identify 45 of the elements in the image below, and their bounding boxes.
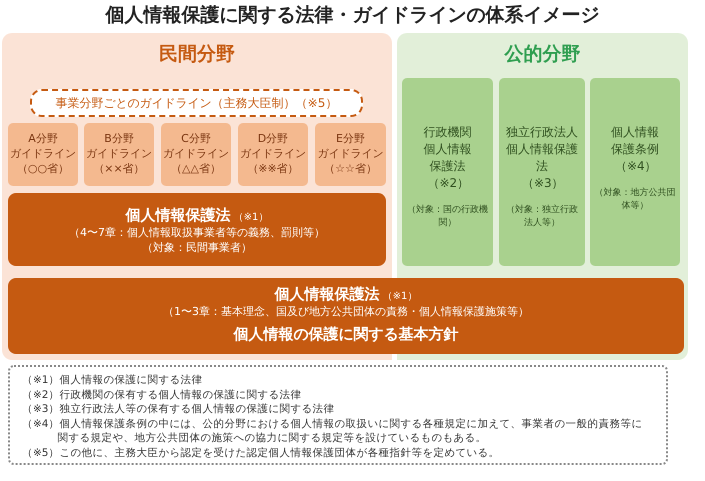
guideline-column bbox=[315, 123, 386, 186]
chapter-note: （1〜3章：基本理念、国及び地方公共団体の責務・個人情報保護施策等） bbox=[163, 304, 529, 319]
footnote-mark: （※2） bbox=[428, 175, 468, 192]
guideline-column bbox=[238, 123, 308, 186]
note-text: （※1）個人情報の保護に関する法律 bbox=[22, 373, 204, 388]
target-note: （対象：民間事業者） bbox=[142, 240, 252, 255]
panel-heading: 民間分野 bbox=[158, 42, 236, 67]
law-column bbox=[499, 78, 585, 266]
law-box bbox=[8, 193, 386, 266]
note-text: （※2）行政機関の保有する個人情報の保護に関する法律 bbox=[22, 388, 302, 402]
footnote-mark: （※4） bbox=[615, 158, 655, 175]
note-text: （※3）独立行政法人等の保有する個人情報の保護に関する法律 bbox=[22, 402, 336, 416]
column-label: C分野 ガイドライン （△△省） bbox=[162, 131, 230, 176]
footnote-mark: （※1） bbox=[382, 291, 418, 302]
notes-box bbox=[8, 365, 668, 465]
law-column bbox=[590, 78, 680, 266]
law-column bbox=[402, 78, 493, 266]
law-box bbox=[2, 272, 688, 360]
law-title: 個人情報保護法 bbox=[274, 285, 380, 303]
law-title: 個人情報保護法 bbox=[126, 206, 231, 224]
target-note: （対象：独立行政法人等） bbox=[505, 204, 579, 230]
note-text: （※5）この他に、主務大臣から認定を受けた認定個人情報保護団体が各種指針等を定めている。 bbox=[22, 446, 500, 460]
guideline-banner bbox=[30, 89, 363, 117]
banner-text: 事業分野ごとのガイドライン（主務大臣制）（※5） bbox=[56, 94, 338, 112]
title: 個人情報保護に関する法律・ガイドラインの体系イメージ bbox=[104, 3, 600, 28]
guideline-column bbox=[161, 123, 231, 186]
footnote-mark: （※1） bbox=[234, 212, 268, 223]
column-label: E分野 ガイドライン （☆☆省） bbox=[316, 131, 384, 176]
column-label: B分野 ガイドライン （××省） bbox=[85, 131, 153, 176]
footnote-mark: （※3） bbox=[522, 175, 562, 192]
guideline-column bbox=[8, 123, 78, 186]
target-note: （対象：地方公共団体等） bbox=[594, 187, 676, 213]
law-name: 個人情報保護条例 bbox=[610, 124, 660, 158]
panel-heading: 公的分野 bbox=[503, 42, 582, 67]
sector-panel bbox=[2, 33, 392, 272]
column-label: A分野 ガイドライン （○○省） bbox=[9, 131, 77, 176]
law-name: 行政機関個人情報保護法 bbox=[422, 124, 472, 175]
chapter-note: （4〜7章：個人情報取扱事業者等の義務、罰則等） bbox=[69, 225, 325, 240]
law-name: 独立行政法人個人情報保護法 bbox=[505, 124, 579, 175]
note-text: （※4）個人情報保護条例の中には、公的分野における個人情報の取扱いに関する各種規定に加えて、事業者の一般的責務等に関する規定や、地方公共団体の施策への協力に関する規定等を設けているものもある。 bbox=[22, 416, 644, 446]
sector-panel bbox=[397, 33, 688, 272]
policy-title: 個人情報の保護に関する基本方針 bbox=[234, 325, 458, 344]
target-note: （対象：国の行政機関） bbox=[406, 204, 489, 230]
guideline-column bbox=[84, 123, 154, 186]
column-label: D分野 ガイドライン （※※省） bbox=[239, 131, 307, 176]
